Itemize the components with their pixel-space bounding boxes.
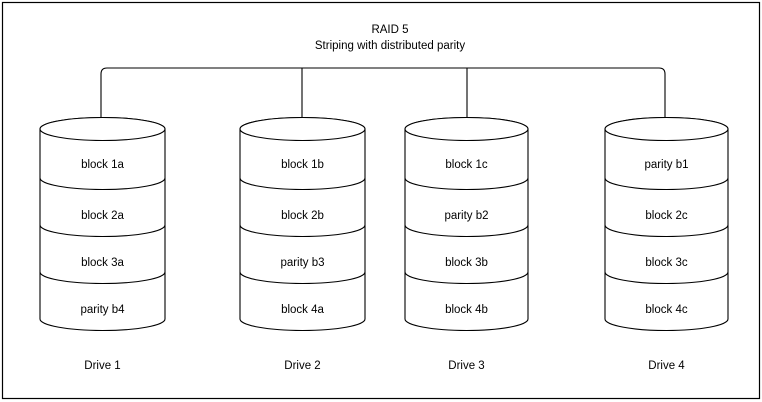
drive-2-label: Drive 2 xyxy=(284,360,320,372)
drive-1-block-2: block 2a xyxy=(81,210,124,222)
drive-1-block-4: parity b4 xyxy=(80,304,125,316)
drive-2-block-2: block 2b xyxy=(281,210,324,222)
drive-3-block-2: parity b2 xyxy=(444,210,488,222)
drive-3-block-1: block 1c xyxy=(445,159,487,171)
drive-2-divider-2 xyxy=(239,224,366,238)
drive-4-block-3: block 3c xyxy=(645,257,687,269)
drive-2-cylinder-body xyxy=(239,116,366,332)
drive-1-divider-1 xyxy=(39,177,166,191)
drive-1-cylinder-body xyxy=(39,116,166,332)
drive-2-block-4: block 4a xyxy=(281,304,324,316)
drive-4-block-2: block 2c xyxy=(645,210,687,222)
drive-4-divider-2 xyxy=(604,224,729,238)
drive-3-cylinder-top xyxy=(404,116,529,142)
diagram-title-line2: Striping with distributed parity xyxy=(315,40,465,52)
drive-3: block 1c parity b2 block 3b block 4b Dri… xyxy=(404,116,529,372)
drive-4-label: Drive 4 xyxy=(648,360,685,372)
drive-3-divider-1 xyxy=(404,177,529,191)
drive-4-cylinder-body xyxy=(604,116,729,332)
drive-3-block-3: block 3b xyxy=(445,257,488,269)
drive-2-divider-3 xyxy=(239,271,366,285)
drive-1-cylinder-top xyxy=(39,116,166,142)
drive-4-block-4: block 4c xyxy=(645,304,687,316)
drive-1-divider-3 xyxy=(39,271,166,285)
drive-2-block-3: parity b3 xyxy=(280,257,324,269)
drive-2-block-1: block 1b xyxy=(281,159,324,171)
drive-1-divider-2 xyxy=(39,224,166,238)
drive-4-block-1: parity b1 xyxy=(644,159,688,171)
drive-3-block-4: block 4b xyxy=(445,304,488,316)
drive-3-label: Drive 3 xyxy=(448,360,484,372)
drive-2-cylinder-top xyxy=(239,116,366,142)
drive-3-divider-3 xyxy=(404,271,529,285)
diagram-title-line1: RAID 5 xyxy=(371,24,408,36)
drive-4: parity b1 block 2c block 3c block 4c Dri… xyxy=(604,116,729,372)
drive-1-label: Drive 1 xyxy=(84,360,120,372)
drive-1-block-1: block 1a xyxy=(81,159,124,171)
controller-bracket xyxy=(100,67,666,124)
drive-2-divider-1 xyxy=(239,177,366,191)
drive-4-divider-3 xyxy=(604,271,729,285)
bracket-outer-path xyxy=(100,67,666,124)
drive-1: block 1a block 2a block 3a parity b4 Dri… xyxy=(39,116,166,372)
drive-1-block-3: block 3a xyxy=(81,257,124,269)
drive-4-cylinder-top xyxy=(604,116,729,142)
drive-3-divider-2 xyxy=(404,224,529,238)
drive-2: block 1b block 2b parity b3 block 4a Dri… xyxy=(239,116,366,372)
drive-3-cylinder-body xyxy=(404,116,529,332)
drive-4-divider-1 xyxy=(604,177,729,191)
